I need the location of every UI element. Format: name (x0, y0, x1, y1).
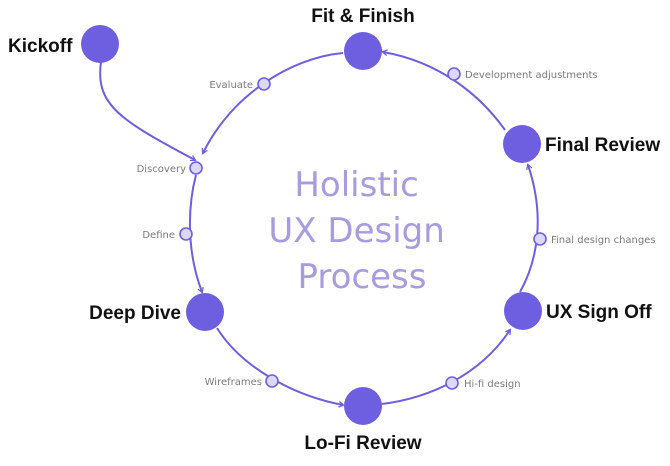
step-label-discovery: Discovery (137, 164, 186, 175)
step-label-wireframes: Wireframes (205, 377, 262, 388)
step-label-development-adjustments: Development adjustments (465, 70, 598, 81)
phase-label-final-review: Final Review (545, 135, 660, 156)
phase-label-fit-finish: Fit & Finish (311, 6, 414, 27)
step-node-evaluate (257, 77, 271, 91)
center-title-line: Process (298, 257, 427, 297)
step-label-hi-fi-design: Hi-fi design (464, 379, 521, 390)
phase-node-deep-dive (186, 293, 224, 331)
phase-label-kickoff: Kickoff (8, 36, 73, 57)
step-node-development-adjustments (447, 67, 461, 81)
center-title-line: UX Design (268, 211, 444, 251)
connector-lo-fi-review-to-ux-sign-off (381, 328, 512, 405)
phase-node-ux-sign-off (504, 292, 542, 330)
step-node-discovery (189, 161, 203, 175)
step-node-final-design-changes (533, 232, 547, 246)
connector-kickoff-to-discovery (99, 61, 197, 162)
step-node-define (179, 227, 193, 241)
step-node-hi-fi-design (445, 376, 459, 390)
phase-nodes (81, 25, 542, 425)
step-nodes (179, 67, 547, 390)
phase-label-deep-dive: Deep Dive (89, 303, 181, 324)
center-title-line: Holistic (294, 165, 418, 205)
phase-node-fit-finish (344, 32, 382, 70)
phase-label-ux-sign-off: UX Sign Off (546, 302, 652, 323)
phase-label-lo-fi-review: Lo-Fi Review (304, 433, 421, 454)
connector-deep-dive-to-lo-fi-review (216, 327, 345, 408)
phase-node-lo-fi-review (344, 387, 382, 425)
step-label-define: Define (142, 230, 175, 241)
connector-fit-finish-to-discovery (201, 52, 344, 155)
connector-final-review-to-fit-finish (381, 49, 506, 131)
phase-node-kickoff (81, 25, 119, 63)
step-node-wireframes (265, 374, 279, 388)
step-label-final-design-changes: Final design changes (551, 235, 656, 246)
phase-node-final-review (503, 125, 541, 163)
step-label-evaluate: Evaluate (209, 80, 253, 91)
connector-ux-sign-off-to-final-review (519, 163, 539, 293)
center-title: Holistic UX Design Process (268, 165, 455, 297)
